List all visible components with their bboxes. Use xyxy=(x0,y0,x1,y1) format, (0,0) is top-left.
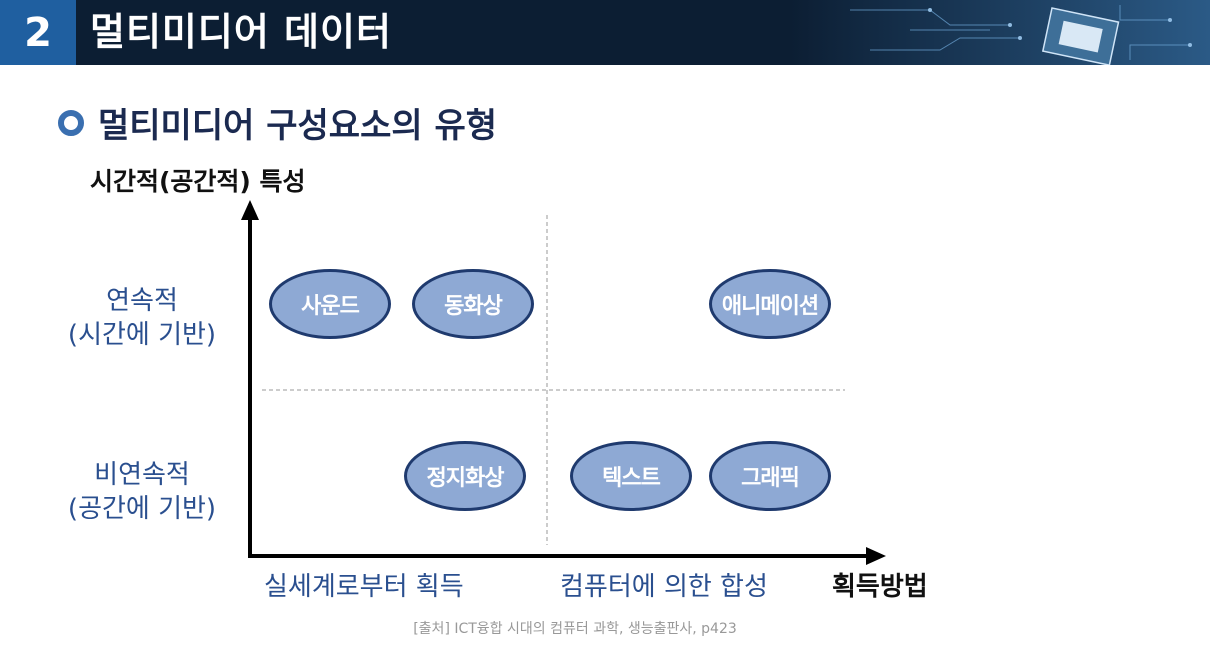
x-axis-label: 획득방법 xyxy=(832,572,928,602)
circuit-board-decoration xyxy=(790,0,1210,65)
node-sound: 사운드 xyxy=(269,269,391,339)
node-graphic: 그래픽 xyxy=(709,441,831,511)
row-label-discrete: 비연속적 (공간에 기반) xyxy=(42,458,242,526)
node-animation: 애니메이션 xyxy=(709,269,831,339)
section-number: 2 xyxy=(0,0,76,65)
node-video: 동화상 xyxy=(412,269,534,339)
row-label-continuous: 연속적 (시간에 기반) xyxy=(42,284,242,352)
header-bar: 2 멀티미디어 데이터 xyxy=(0,0,1210,65)
circle-bullet-icon xyxy=(58,109,84,136)
y-axis-label: 시간적(공간적) 특성 xyxy=(90,167,306,196)
section-title: 멀티미디어 데이터 xyxy=(90,10,392,54)
column-label-real-world: 실세계로부터 획득 xyxy=(264,572,464,602)
x-axis-arrowhead xyxy=(866,547,886,565)
subtitle: 멀티미디어 구성요소의 유형 xyxy=(58,98,497,147)
row-label-line: 연속적 xyxy=(106,286,178,316)
source-citation: [출처] ICT융합 시대의 컴퓨터 과학, 생능출판사, p423 xyxy=(413,621,737,637)
node-text: 텍스트 xyxy=(570,441,692,511)
row-label-line: 비연속적 xyxy=(94,460,190,490)
subtitle-text: 멀티미디어 구성요소의 유형 xyxy=(98,106,498,146)
y-axis-arrowhead xyxy=(241,200,259,220)
node-still-image: 정지화상 xyxy=(404,441,526,511)
column-label-computer: 컴퓨터에 의한 합성 xyxy=(560,572,768,602)
row-label-line: (공간에 기반) xyxy=(67,494,217,524)
row-label-line: (시간에 기반) xyxy=(67,320,217,350)
